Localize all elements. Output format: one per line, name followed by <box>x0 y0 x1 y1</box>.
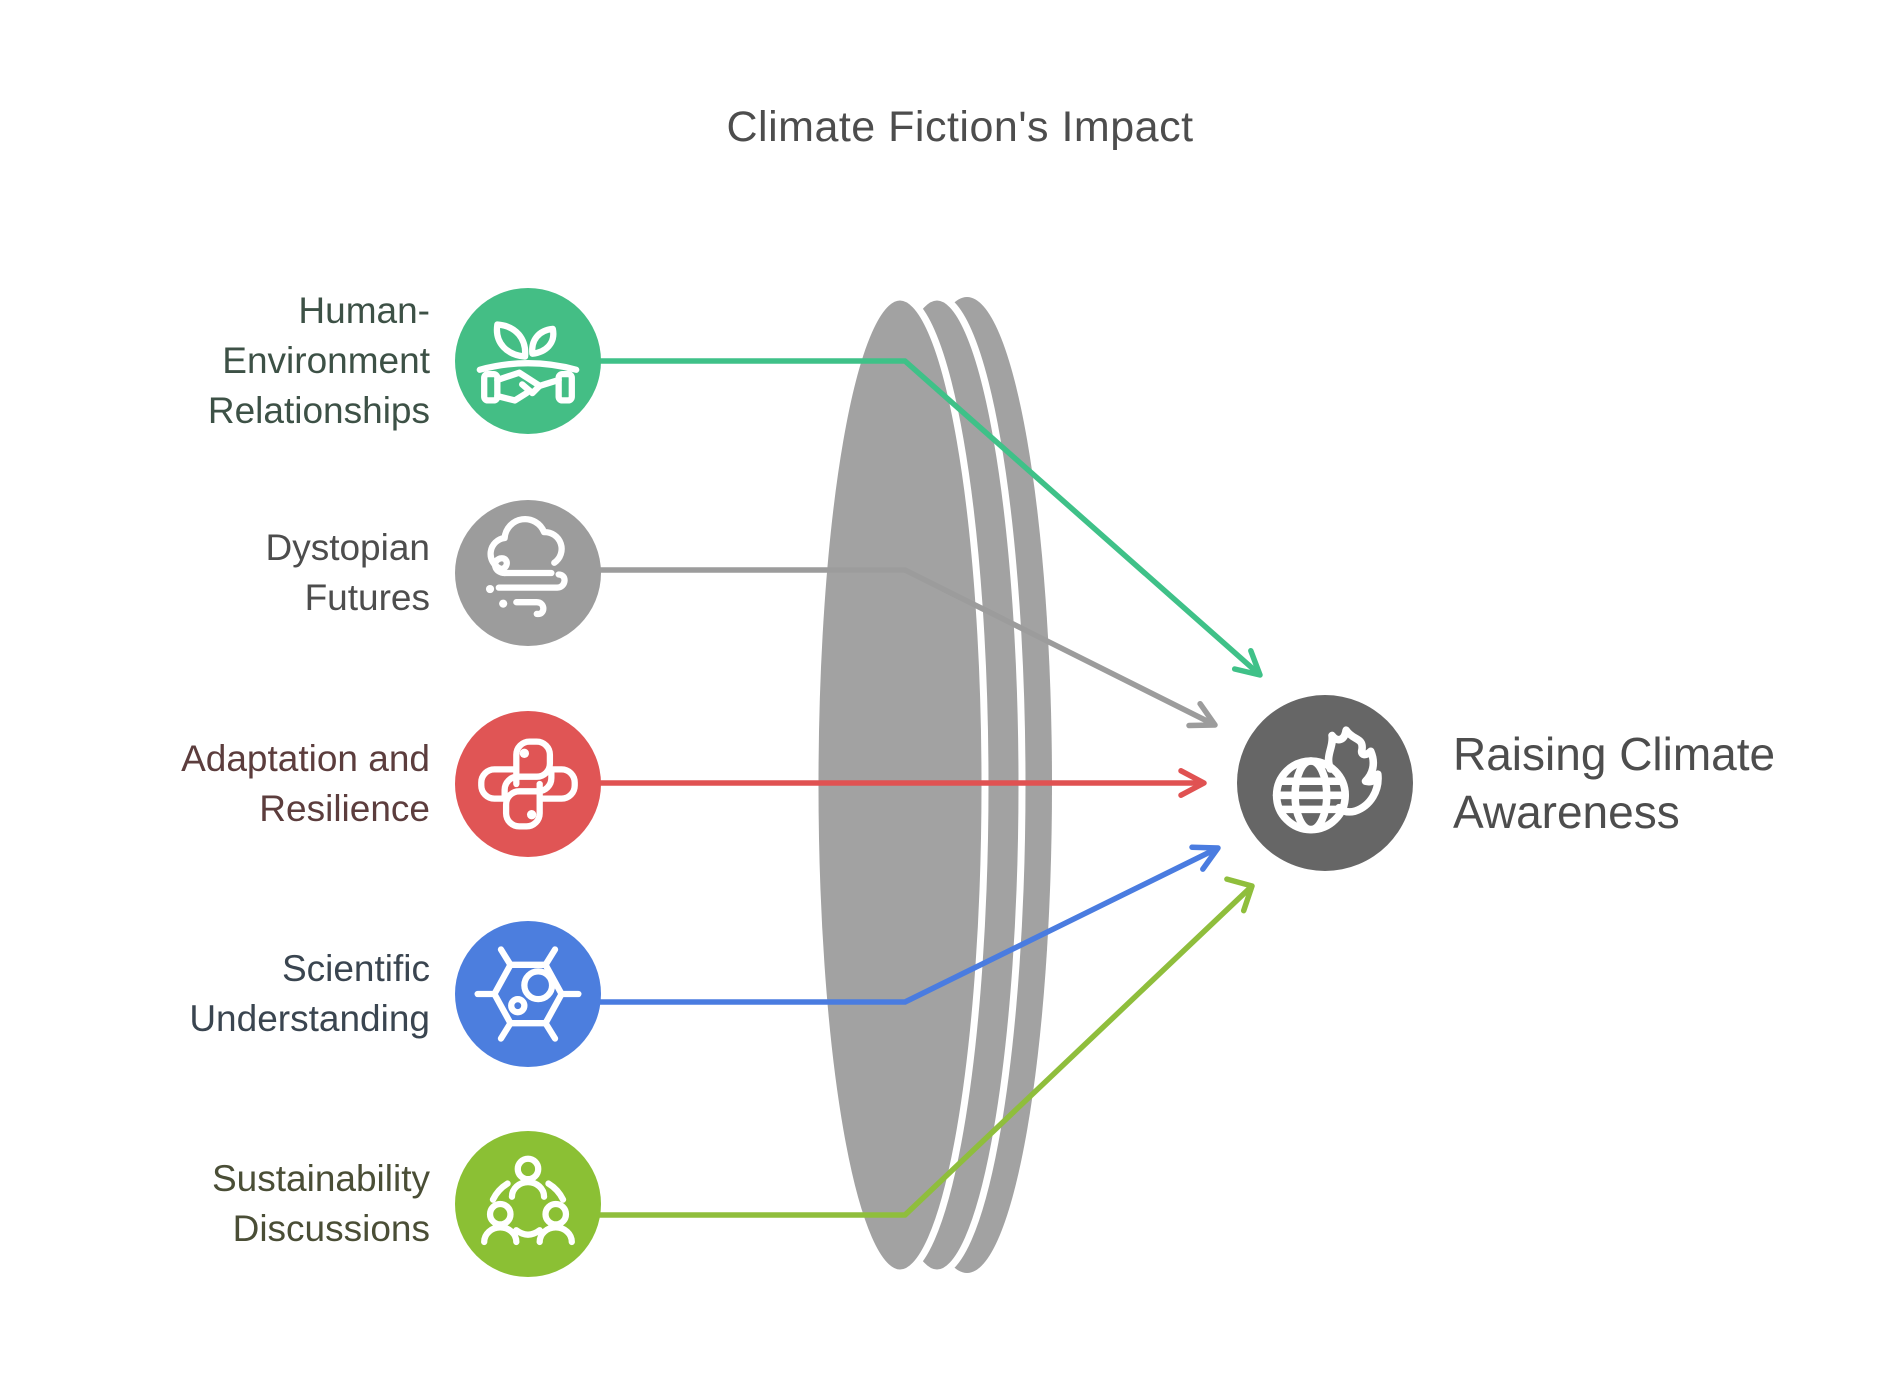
page-title: Climate Fiction's Impact <box>726 103 1194 151</box>
arrow-human-environment <box>528 358 1263 678</box>
arrow-sustainability-discussions <box>528 876 1255 1218</box>
label-line: Scientific <box>281 948 430 989</box>
label-line: Environment <box>222 340 430 381</box>
label-line: Dystopian <box>265 527 430 568</box>
group-discussion-icon <box>481 1155 575 1246</box>
arrow-adaptation-resilience <box>528 768 1207 798</box>
label-line: Raising Climate <box>1453 728 1776 780</box>
label-line: Sustainability <box>211 1158 430 1199</box>
storm-cloud-wind-icon <box>485 516 568 618</box>
arrow-scientific-understanding <box>528 844 1221 1005</box>
raising-climate-awareness-node <box>1237 695 1413 871</box>
scientific-understanding-node <box>455 921 601 1067</box>
label-line: Awareness <box>1453 786 1680 838</box>
handshake-plant-icon <box>476 321 580 404</box>
label-line: Understanding <box>189 998 430 1039</box>
molecule-hexagon-icon <box>474 946 582 1042</box>
label-dystopian-futures: Dystopian Futures <box>265 523 430 623</box>
label-line: Relationships <box>207 390 430 431</box>
label-line: Adaptation and <box>181 738 430 779</box>
python-icon <box>478 738 578 830</box>
burning-globe-icon <box>1272 726 1382 834</box>
label-sustainability-discussions: Sustainability Discussions <box>212 1154 430 1254</box>
label-line: Resilience <box>259 788 430 829</box>
label-human-environment: Human- Environment Relationships <box>208 286 430 436</box>
label-raising-climate-awareness: Raising Climate Awareness <box>1453 725 1775 841</box>
dystopian-futures-node <box>455 500 601 646</box>
arrow-dystopian-futures <box>528 567 1218 729</box>
label-adaptation-resilience: Adaptation and Resilience <box>181 734 430 834</box>
human-environment-node <box>455 288 601 434</box>
label-line: Futures <box>304 577 430 618</box>
label-line: Discussions <box>232 1208 430 1249</box>
label-scientific-understanding: Scientific Understanding <box>189 944 430 1044</box>
adaptation-resilience-node <box>455 711 601 857</box>
sustainability-discussions-node <box>455 1131 601 1277</box>
label-line: Human- <box>298 290 430 331</box>
